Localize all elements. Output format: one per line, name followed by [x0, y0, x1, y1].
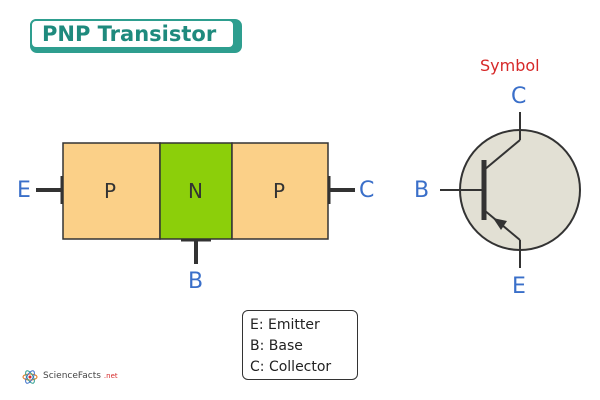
brand-watermark: ScienceFacts.net	[40, 371, 118, 381]
brand-name: ScienceFacts	[43, 371, 101, 381]
legend-item-emitter: E: Emitter	[250, 317, 320, 333]
legend-box: E: Emitter B: Base C: Collector	[242, 310, 358, 380]
title-banner: PNP Transistor	[30, 19, 242, 53]
page-title: PNP Transistor	[30, 19, 235, 49]
n-region-base	[159, 142, 233, 240]
symbol-label-emitter: E	[512, 274, 526, 299]
terminal-label-base: B	[188, 269, 204, 294]
legend-item-base: B: Base	[250, 338, 303, 354]
legend-item-collector: C: Collector	[250, 359, 332, 375]
symbol-label-base: B	[414, 178, 430, 203]
symbol-emitter-arrow	[493, 218, 507, 230]
terminal-label-collector: C	[359, 178, 375, 203]
symbol-caption: Symbol	[480, 56, 540, 75]
symbol-label-collector: C	[511, 84, 527, 109]
symbol-collector-line	[483, 139, 521, 171]
p-region-collector	[231, 142, 329, 240]
region-label-p-left: P	[104, 179, 117, 203]
terminal-label-emitter: E	[17, 178, 31, 203]
p-region-emitter	[62, 142, 161, 240]
region-label-p-right: P	[273, 179, 286, 203]
region-label-n: N	[188, 179, 203, 203]
brand-logo-icon	[22, 370, 38, 384]
brand-suffix: .net	[103, 372, 118, 380]
